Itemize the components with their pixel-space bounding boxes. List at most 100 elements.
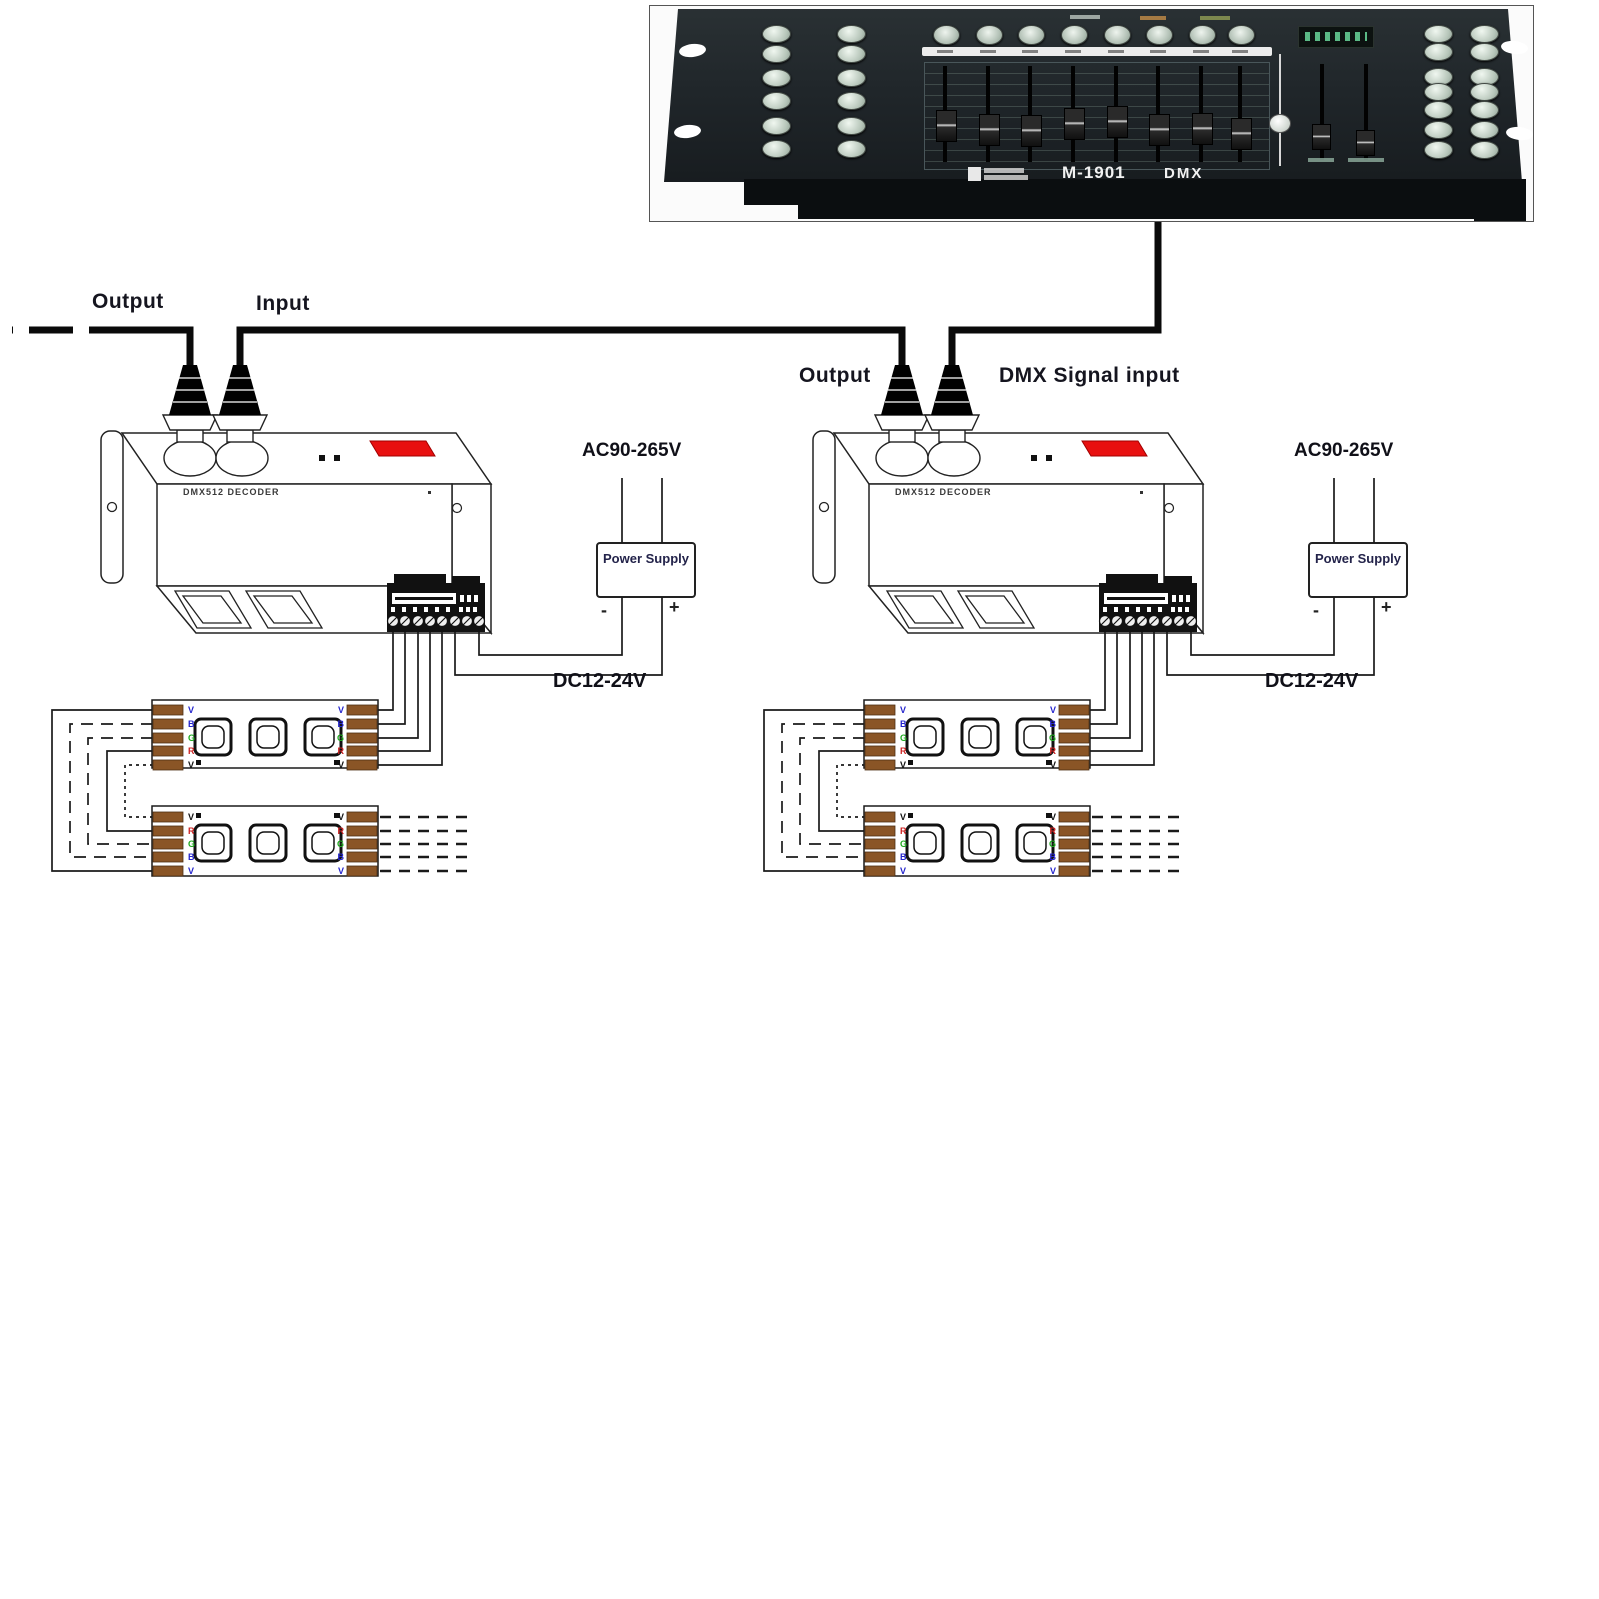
program-button[interactable] (1470, 83, 1499, 101)
terminal-block (386, 574, 486, 632)
pad-label: G (188, 839, 195, 849)
unit1-input-label: Input (256, 292, 310, 315)
fixture-button[interactable] (837, 25, 866, 43)
channel-fader[interactable] (1149, 114, 1170, 146)
led-strip-top (151, 699, 379, 771)
program-button[interactable] (1424, 141, 1453, 159)
fader-caption-bar (1348, 158, 1384, 162)
v-plus-mark (196, 760, 201, 765)
power-supply-label: Power Supply (1315, 551, 1401, 566)
dc-positive-wire (454, 597, 663, 676)
console-model-label: M-1901 (1062, 163, 1126, 182)
panel-caption-bar (1140, 16, 1166, 20)
fixture-button[interactable] (837, 45, 866, 63)
strip-feed-wires (378, 632, 443, 766)
channel-fader[interactable] (1231, 118, 1252, 150)
pad-label: V (1050, 705, 1056, 715)
unit2-to-unit1-daisy-chain-cable (236, 326, 906, 369)
program-button[interactable] (1470, 43, 1499, 61)
strip-continuation-dashes (380, 815, 470, 873)
pad-label: R (900, 826, 907, 836)
pad-label: V (338, 760, 344, 770)
pad-label: V (900, 812, 906, 822)
pad-label: B (188, 719, 195, 729)
dmx-console: M-1901 DMX (649, 5, 1534, 222)
pad-label: R (188, 746, 195, 756)
led-chips (193, 823, 343, 863)
pad-label: B (338, 852, 345, 862)
xlr-plug-output (161, 365, 219, 443)
fixture-button[interactable] (762, 45, 791, 63)
program-button[interactable] (1470, 101, 1499, 119)
fade-fader-slot (1364, 64, 1368, 160)
console-protocol-label: DMX (1164, 165, 1204, 182)
channel-knob[interactable] (933, 25, 960, 45)
fixture-button[interactable] (762, 69, 791, 87)
speed-fader[interactable] (1312, 124, 1331, 150)
program-button[interactable] (1470, 141, 1499, 159)
channel-knob[interactable] (976, 25, 1003, 45)
pad-label: R (900, 746, 907, 756)
fixture-button[interactable] (837, 92, 866, 110)
channel-fader[interactable] (979, 114, 1000, 146)
program-button[interactable] (1424, 43, 1453, 61)
decoder-unit-shapes (51, 365, 696, 877)
fader-slot (1238, 66, 1242, 162)
decoder-name-label: DMX512 DECODER (895, 487, 992, 497)
pad-label: V (900, 866, 906, 876)
console-foot (1474, 179, 1526, 221)
pad-label: V (188, 866, 194, 876)
strip-pad-labels-unit1: V B G R V V B G R V V R G B V V R G B V (188, 705, 345, 876)
rj45-jack-inner (181, 595, 243, 624)
program-button[interactable] (1424, 25, 1453, 43)
console-panel (664, 9, 1522, 182)
negative-terminal-label: - (601, 600, 607, 620)
flange-screw-hole (106, 501, 118, 513)
solder-pads (152, 704, 378, 771)
positive-terminal-label: + (669, 597, 680, 617)
channel-fader[interactable] (1064, 108, 1085, 140)
fixture-button[interactable] (762, 25, 791, 43)
channel-knob[interactable] (1018, 25, 1045, 45)
console-to-unit2-input-cable (948, 219, 1162, 369)
dc-negative-wire (478, 597, 623, 656)
side-screw (451, 502, 463, 514)
indicator-dot (319, 455, 325, 461)
program-button[interactable] (1470, 25, 1499, 43)
pad-label: V (338, 866, 344, 876)
v-plus-mark (196, 813, 201, 818)
channel-fader[interactable] (1107, 106, 1128, 138)
decoder-front-face (156, 483, 453, 587)
channel-knob[interactable] (1189, 25, 1216, 45)
channel-fader[interactable] (1021, 115, 1042, 147)
xlr-socket (215, 439, 269, 477)
unit1-output-cable (133, 326, 194, 369)
rj45-jack-inner (252, 595, 314, 624)
dc-output-label: DC12-24V (1265, 670, 1359, 692)
rj45-jack (244, 590, 324, 629)
front-dot (428, 491, 431, 494)
program-button[interactable] (1424, 101, 1453, 119)
fixture-button[interactable] (837, 140, 866, 158)
fader-caption-bar (1308, 158, 1334, 162)
master-slider-knob[interactable] (1269, 114, 1291, 133)
xlr-socket (163, 439, 217, 477)
program-button[interactable] (1470, 121, 1499, 139)
fixture-button[interactable] (837, 117, 866, 135)
fixture-button[interactable] (762, 117, 791, 135)
pad-label: V (1050, 812, 1056, 822)
fixture-button[interactable] (762, 140, 791, 158)
program-button[interactable] (1424, 121, 1453, 139)
channel-knob[interactable] (1061, 25, 1088, 45)
channel-knob[interactable] (1228, 25, 1255, 45)
fixture-button[interactable] (762, 92, 791, 110)
fade-fader[interactable] (1356, 130, 1375, 156)
channel-knob[interactable] (1104, 25, 1131, 45)
program-button[interactable] (1424, 83, 1453, 101)
channel-fader[interactable] (936, 110, 957, 142)
pad-label: G (1049, 733, 1056, 743)
pad-label: B (338, 719, 345, 729)
channel-fader[interactable] (1192, 113, 1213, 145)
channel-knob[interactable] (1146, 25, 1173, 45)
fixture-button[interactable] (837, 69, 866, 87)
